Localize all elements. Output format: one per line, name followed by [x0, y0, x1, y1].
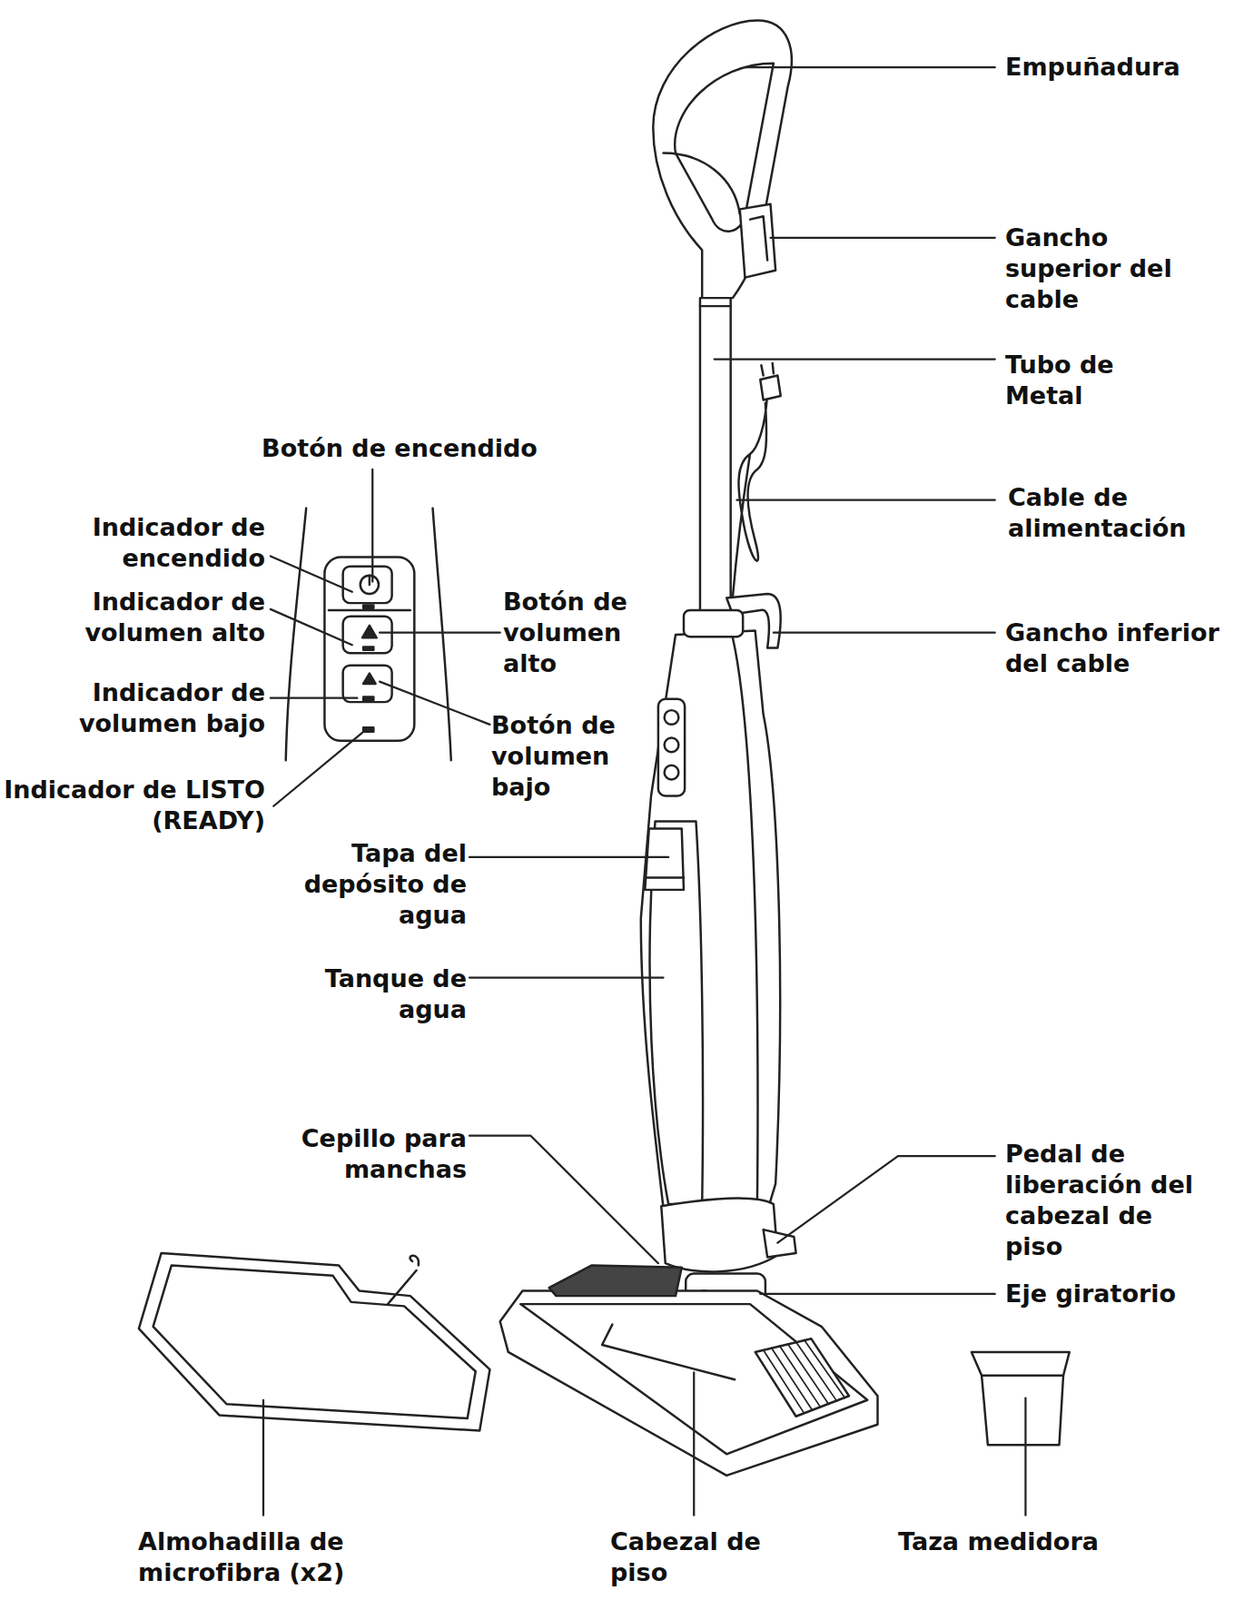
panel-button [664, 765, 680, 780]
part-label: Almohadilla de microfibra (x2) [138, 1526, 411, 1589]
base-collar [661, 1198, 778, 1273]
part-label: Indicador de encendido [36, 512, 266, 574]
part-label: Eje giratorio [1005, 1278, 1183, 1310]
part-label: Pedal de liberación del cabezal de piso [1005, 1138, 1213, 1263]
indicator-light [363, 697, 374, 701]
upper-hook-inner [750, 216, 768, 260]
leader-lines [263, 67, 1026, 1516]
part-label: Botón de encendido [208, 433, 591, 465]
leader-line [469, 1135, 659, 1264]
tank-lid-edge [644, 876, 684, 879]
leader-line [744, 66, 995, 69]
part-label: Tanque de agua [276, 963, 467, 1026]
leader-line [273, 732, 363, 807]
leader-line [371, 469, 374, 583]
body-control-panel [658, 699, 685, 797]
power-plug [760, 363, 780, 400]
mop-body [641, 630, 780, 1225]
indicator-light [363, 646, 374, 650]
leader-line [262, 1400, 265, 1516]
leader-line [270, 697, 358, 700]
cup-rim [981, 1374, 1064, 1377]
handle [652, 19, 792, 298]
body-edge [732, 637, 759, 1205]
part-label: Indicador de volumen bajo [18, 677, 266, 740]
spot-brush [549, 1264, 682, 1296]
tube-collar [700, 305, 731, 307]
part-label: Empuñadura [1005, 51, 1242, 83]
part-label: Taza medidora [898, 1526, 1198, 1558]
power-icon [368, 575, 371, 585]
part-label: Indicador de volumen alto [36, 586, 266, 649]
part-label: Indicador de LISTO (READY) [3, 774, 266, 837]
power-cord [732, 393, 768, 598]
leader-line [469, 976, 664, 978]
leader-line [270, 555, 353, 592]
part-label: Cepillo para manchas [248, 1123, 467, 1185]
part-label: Tubo de Metal [1005, 349, 1165, 412]
part-label: Tapa del depósito de agua [266, 838, 467, 931]
part-label: Botón de volumen alto [503, 586, 662, 680]
inset-high-button [343, 616, 393, 653]
pad-tag [387, 1255, 419, 1304]
power-icon [360, 575, 379, 594]
leader-line [692, 1372, 695, 1515]
body-collar [683, 610, 743, 637]
grip-pattern [755, 1338, 850, 1416]
indicator-light [363, 604, 374, 608]
panel-button [664, 737, 680, 752]
part-label: Cabezal de piso [610, 1526, 801, 1589]
leader-line [379, 681, 490, 725]
low-icon [363, 673, 376, 684]
leader-line [469, 856, 669, 859]
part-label: Gancho superior del cable [1005, 222, 1192, 316]
leader-line [379, 631, 501, 634]
inset-outline [433, 508, 452, 761]
tank-lid [644, 828, 684, 889]
leader-line [736, 499, 995, 502]
floor-head-groove [602, 1324, 735, 1381]
leader-line [1024, 1398, 1027, 1516]
inset-divider [328, 609, 411, 612]
leader-line [773, 631, 996, 634]
grip-stripes [763, 1339, 846, 1413]
measuring-cup [971, 1352, 1070, 1445]
inset-power-button [343, 566, 393, 603]
indicator-light [363, 727, 374, 731]
handle-edge [663, 153, 741, 215]
part-label: Cable de alimentación [1007, 482, 1243, 544]
leader-line [777, 1155, 995, 1244]
part-label: Gancho inferior del cable [1005, 617, 1224, 680]
leader-line [770, 236, 996, 239]
inset-outline [286, 508, 307, 761]
panel-button [664, 710, 680, 725]
metal-tube [700, 297, 731, 614]
part-label: Botón de volumen bajo [491, 710, 651, 803]
high-icon [362, 625, 377, 638]
floor-head [500, 1291, 879, 1476]
microfiber-pad [138, 1253, 491, 1432]
leader-line [270, 609, 353, 645]
upper-hook [740, 204, 776, 278]
leader-line [714, 357, 996, 360]
microfiber-pad-inner [153, 1264, 476, 1419]
leader-line [760, 1293, 995, 1295]
